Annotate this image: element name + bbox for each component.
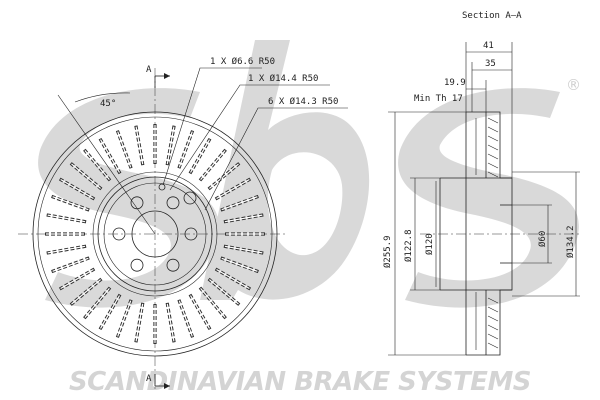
hatch-line bbox=[487, 333, 499, 340]
angle-leader-45 bbox=[57, 94, 156, 235]
hatch-line bbox=[487, 162, 499, 169]
vent-slot-core bbox=[71, 279, 101, 305]
vent-slot-core bbox=[189, 139, 211, 173]
dim-outer-diameter: Ø255.9 bbox=[382, 235, 393, 268]
ventilation-slots bbox=[45, 124, 265, 344]
brand-watermark-text: SCANDINAVIAN BRAKE SYSTEMS bbox=[69, 367, 531, 397]
callout-leader-small-hole bbox=[162, 67, 262, 186]
vent-slot-core bbox=[216, 268, 250, 290]
vent-slot-core bbox=[71, 163, 101, 189]
dim-diameter-120: Ø120 bbox=[424, 233, 435, 255]
hatch-line bbox=[487, 297, 499, 304]
vent-slot-core bbox=[224, 214, 263, 223]
hatch-line bbox=[487, 306, 499, 313]
hatch-line bbox=[487, 342, 499, 349]
hatch-line bbox=[487, 144, 499, 151]
dim-center-bore: Ø60 bbox=[537, 231, 548, 247]
center-bore bbox=[131, 210, 179, 258]
vent-slot-core bbox=[60, 268, 94, 290]
hatch-line bbox=[487, 171, 499, 178]
dim-diameter-122: Ø122.8 bbox=[403, 229, 414, 262]
dim-hat-diameter: Ø134.2 bbox=[565, 225, 576, 258]
vent-slot-core bbox=[166, 303, 175, 342]
bolt-hole bbox=[130, 258, 144, 272]
hatch-line bbox=[487, 135, 499, 142]
disc-outer-inner-edge bbox=[37, 116, 273, 352]
hat-outer-edge bbox=[97, 176, 213, 292]
bolt-hole bbox=[166, 258, 180, 272]
vent-slot-core bbox=[178, 131, 193, 168]
vent-slot-core bbox=[135, 303, 144, 342]
section-marker-bottom: A bbox=[146, 374, 152, 384]
dim-hat-width: 35 bbox=[485, 59, 496, 69]
vent-slot-core bbox=[99, 295, 121, 329]
bolt-hole bbox=[166, 196, 180, 210]
bolt-holes bbox=[112, 183, 198, 272]
angle-label: 45° bbox=[100, 99, 116, 109]
front-view: A A 45° 1 X Ø6.6 R50 1 X Ø14.4 R50 6 X Ø… bbox=[18, 56, 348, 390]
vent-slot-core bbox=[84, 288, 110, 318]
vent-slot-core bbox=[99, 139, 121, 173]
vent-slot-core bbox=[117, 131, 132, 168]
vent-slot-core bbox=[84, 150, 110, 180]
callout-leader-mid-hole bbox=[169, 84, 330, 191]
bolt-hole bbox=[184, 227, 198, 241]
vent-slot-core bbox=[178, 300, 193, 337]
section-view: Section A–A 41 35 bbox=[382, 11, 580, 356]
locating-hole bbox=[158, 183, 166, 191]
vent-slot-core bbox=[135, 126, 144, 165]
vent-slot-core bbox=[200, 288, 226, 318]
vent-slot-core bbox=[47, 245, 86, 254]
vent-slot-core bbox=[209, 279, 239, 305]
dim-min-thickness: Min Th 17 bbox=[414, 94, 463, 104]
vent-slot-core bbox=[216, 178, 250, 200]
hatch-line bbox=[487, 315, 499, 322]
section-arrow-top-tip bbox=[164, 73, 170, 79]
angle-arc bbox=[74, 92, 131, 103]
vent-slot-core bbox=[60, 178, 94, 200]
disc-cross-section bbox=[420, 111, 580, 356]
vent-slot-core bbox=[221, 257, 258, 272]
hat-inner-edge bbox=[103, 182, 207, 286]
vent-slot-core bbox=[52, 257, 89, 272]
vent-slot-core bbox=[209, 163, 239, 189]
bolt-hole bbox=[112, 227, 126, 241]
callout-small-hole: 1 X Ø6.6 R50 bbox=[210, 56, 275, 67]
hatch-line bbox=[487, 324, 499, 331]
bolt-hole bbox=[130, 196, 144, 210]
dim-disc-thickness: 19.9 bbox=[444, 78, 466, 88]
hatch-line bbox=[487, 126, 499, 133]
vent-slot-core bbox=[166, 126, 175, 165]
vent-slot-core bbox=[200, 150, 226, 180]
vent-slot-core bbox=[47, 214, 86, 223]
section-arrow-bottom-tip bbox=[164, 383, 170, 389]
hatch-line bbox=[487, 117, 499, 124]
section-title: Section A–A bbox=[462, 11, 522, 21]
vent-slot-core bbox=[117, 300, 132, 337]
disc-outer-edge bbox=[32, 111, 278, 357]
callout-mid-hole: 1 X Ø14.4 R50 bbox=[248, 73, 318, 84]
hatch-line bbox=[487, 153, 499, 160]
callout-leader-bolt-holes bbox=[204, 107, 348, 211]
vent-slot-core bbox=[221, 196, 258, 211]
section-marker-top: A bbox=[146, 65, 152, 75]
locating-hole bbox=[183, 191, 197, 205]
section-hatching bbox=[487, 117, 499, 349]
friction-ring-inner-edge bbox=[92, 171, 218, 297]
vent-slot-core bbox=[52, 196, 89, 211]
callout-bolt-holes: 6 X Ø14.3 R50 bbox=[268, 96, 338, 107]
vent-slot-core bbox=[189, 295, 211, 329]
dim-overall-width: 41 bbox=[483, 41, 494, 51]
sbs-watermark-logo: ® bbox=[38, 40, 581, 308]
vent-slot-core bbox=[224, 245, 263, 254]
registered-mark: ® bbox=[566, 76, 581, 94]
